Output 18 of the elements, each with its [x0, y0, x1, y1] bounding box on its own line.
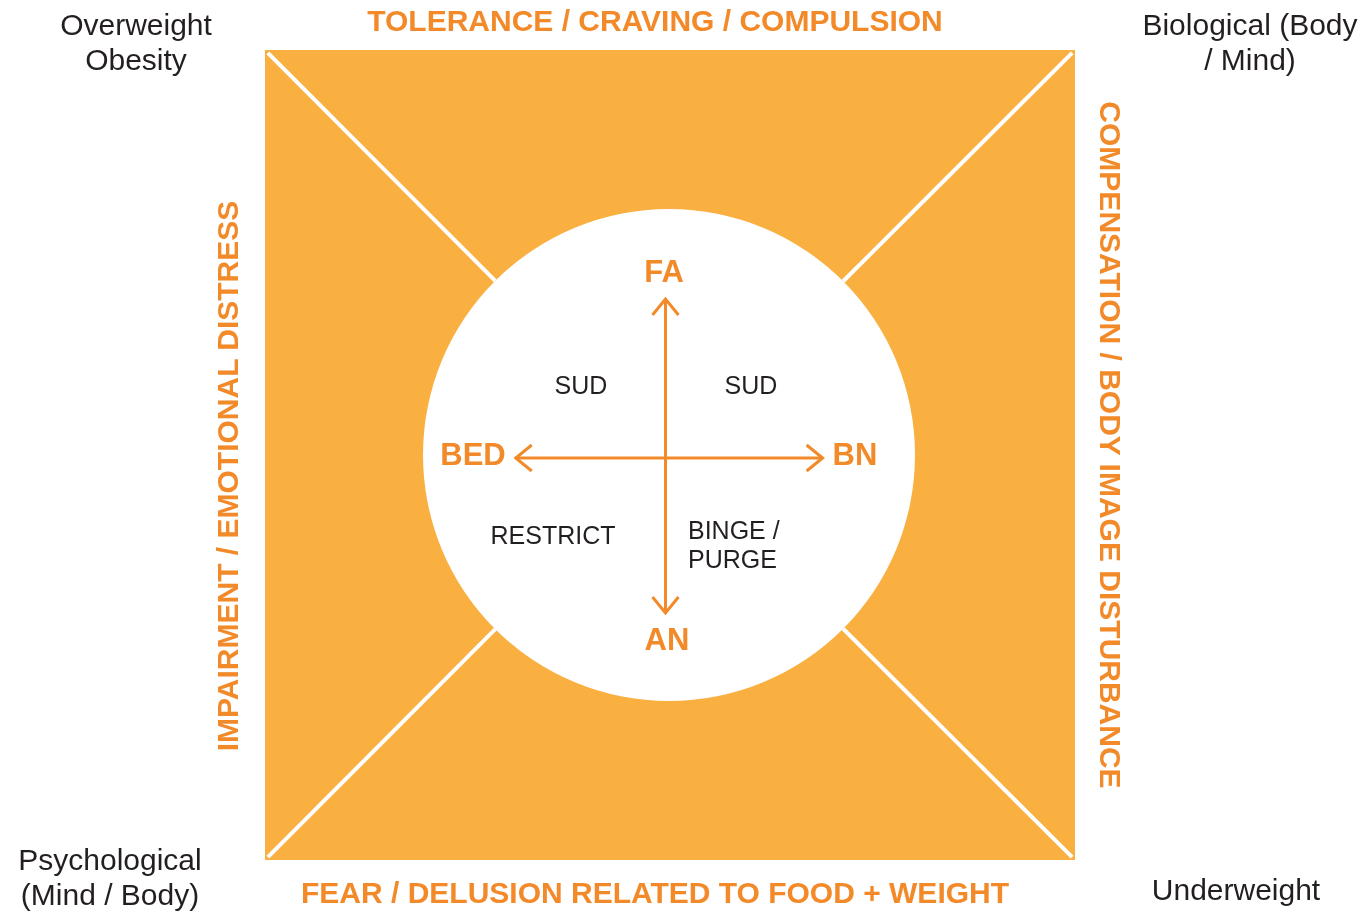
axis-label: FA: [644, 254, 684, 290]
corner-label: Underweight: [1151, 872, 1321, 908]
region-label: SUD: [724, 370, 778, 400]
side-heading: COMPENSATION / BODY IMAGE DISTURBANCE: [1093, 101, 1128, 789]
double-arrow: [514, 443, 825, 473]
axis-label: BED: [440, 437, 506, 473]
axis-label: BN: [832, 437, 878, 473]
side-heading: FEAR / DELUSION RELATED TO FOOD + WEIGHT: [300, 875, 1010, 911]
region-label: RESTRICT: [490, 520, 616, 550]
region-label: SUD: [554, 370, 608, 400]
side-heading: IMPAIRMENT / EMOTIONAL DISTRESS: [210, 200, 245, 752]
corner-label: Overweight Obesity: [59, 7, 213, 77]
axis-label: AN: [644, 622, 690, 658]
corner-label: Biological (Body / Mind): [1141, 7, 1359, 77]
double-arrow: [651, 297, 680, 615]
corner-label: Psychological (Mind / Body): [17, 842, 203, 912]
region-label: BINGE / PURGE: [688, 516, 781, 574]
side-heading: TOLERANCE / CRAVING / COMPULSION: [367, 3, 943, 39]
